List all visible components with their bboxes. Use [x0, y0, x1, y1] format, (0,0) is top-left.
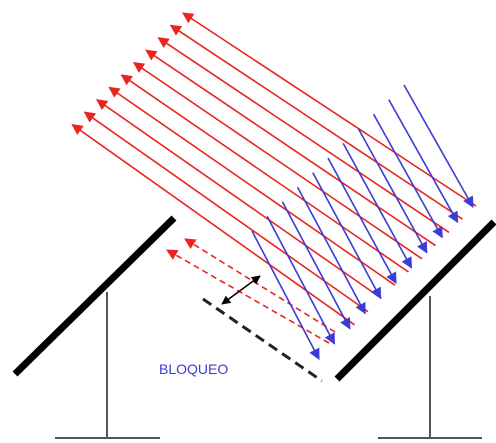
- solar-panel-left: [12, 215, 177, 377]
- incident-ray-4: [357, 128, 428, 254]
- blocking-gap-arrow: [221, 275, 261, 305]
- blocking-label: BLOQUEO: [159, 361, 228, 377]
- reflected-ray-4: [145, 49, 436, 247]
- incident-ray-1: [403, 84, 474, 208]
- incident-ray-8: [296, 186, 366, 315]
- incident-ray-5: [342, 143, 413, 269]
- incident-ray-6: [327, 157, 397, 284]
- blocked-shadow-line: [202, 297, 323, 383]
- reflected-ray-5: [132, 61, 423, 260]
- incident-ray-9: [281, 201, 351, 330]
- incident-ray-11: [251, 230, 320, 360]
- solar-panel-right: [334, 219, 496, 382]
- reflected-ray-9: [83, 111, 369, 313]
- incident-ray-10: [266, 216, 336, 345]
- reflected-ray-6: [120, 74, 409, 273]
- reflected-ray-dashed-1: [184, 238, 336, 333]
- reflected-rays-group: [71, 12, 477, 344]
- reflected-ray-7: [108, 86, 396, 286]
- incident-ray-3: [372, 113, 443, 239]
- incident-ray-2: [388, 99, 459, 224]
- reflected-ray-2: [169, 24, 463, 220]
- reflected-ray-3: [157, 37, 450, 234]
- incident-ray-7: [312, 172, 382, 300]
- reflected-ray-8: [95, 99, 382, 300]
- reflected-ray-10: [71, 123, 355, 326]
- incident-rays-group: [251, 84, 474, 360]
- reflected-ray-1: [182, 12, 477, 207]
